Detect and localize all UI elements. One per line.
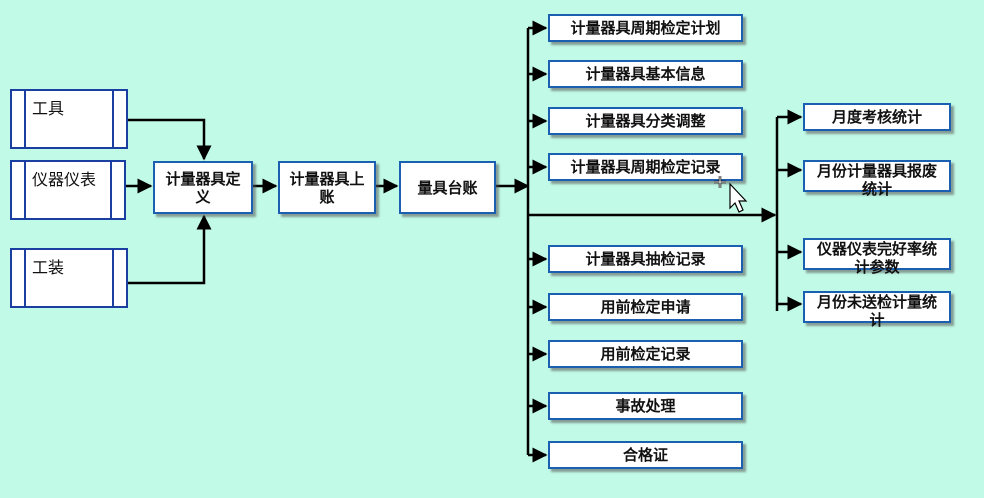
definition-box[interactable]: 计量器具定 义 (153, 161, 253, 214)
preuse-request-box[interactable]: 用前检定申请 (548, 293, 743, 321)
basic-info-label: 计量器具基本信息 (585, 65, 706, 83)
definition-label-line2: 义 (195, 187, 211, 206)
certificate-label: 合格证 (622, 446, 668, 464)
incident-label: 事故处理 (615, 397, 676, 415)
classification-label: 计量器具分类调整 (585, 112, 706, 130)
periodic-plan-label: 计量器具周期检定计划 (570, 19, 721, 37)
sampling-record-box[interactable]: 计量器具抽检记录 (548, 245, 743, 273)
intact-rate-box[interactable]: 仪器仪表完好率统 计参数 (803, 238, 951, 276)
monthly-review-box[interactable]: 月度考核统计 (803, 103, 951, 131)
source-instruments-label: 仪器仪表 (32, 170, 97, 189)
basic-info-box[interactable]: 计量器具基本信息 (548, 60, 743, 88)
monthly-unsent-label-line1: 月份未送检计量统 (816, 293, 937, 311)
arrow-fixtures-to-definition (128, 214, 212, 285)
mouse-cursor-icon (714, 176, 748, 213)
monthly-unsent-box[interactable]: 月份未送检计量统 计 (803, 291, 951, 329)
preuse-record-box[interactable]: 用前检定记录 (548, 340, 743, 368)
preuse-request-label: 用前检定申请 (600, 298, 691, 316)
monthly-scrap-box[interactable]: 月份计量器具报废 统计 (803, 160, 951, 198)
monthly-scrap-label-line1: 月份计量器具报废 (816, 162, 937, 180)
register-box[interactable]: 计量器具上 账 (278, 161, 376, 214)
sampling-record-label: 计量器具抽检记录 (585, 250, 706, 268)
source-tools-label: 工具 (32, 99, 65, 118)
intact-rate-label-line2: 计参数 (854, 258, 900, 276)
definition-label-line1: 计量器具定 (165, 169, 241, 188)
incident-box[interactable]: 事故处理 (548, 392, 743, 420)
classification-box[interactable]: 计量器具分类调整 (548, 107, 743, 135)
source-fixtures-label: 工装 (32, 258, 65, 277)
intact-rate-label-line1: 仪器仪表完好率统 (816, 240, 937, 258)
ledger-box[interactable]: 量具台账 (399, 161, 496, 214)
arrow-tools-to-definition (128, 118, 212, 161)
periodic-record-label: 计量器具周期检定记录 (570, 158, 721, 176)
periodic-record-box[interactable]: 计量器具周期检定记录 (548, 153, 743, 181)
certificate-box[interactable]: 合格证 (548, 441, 743, 469)
source-instruments[interactable]: 仪器仪表 (10, 160, 126, 220)
periodic-plan-box[interactable]: 计量器具周期检定计划 (548, 14, 743, 42)
source-fixtures[interactable]: 工装 (10, 248, 128, 308)
monthly-review-label: 月度考核统计 (831, 108, 922, 126)
register-label-line1: 计量器具上 (289, 169, 365, 188)
source-tools[interactable]: 工具 (10, 89, 128, 149)
ledger-label: 量具台账 (417, 178, 478, 197)
preuse-record-label: 用前检定记录 (600, 345, 691, 363)
monthly-scrap-label-line2: 统计 (861, 180, 892, 198)
register-label-line2: 账 (319, 187, 335, 206)
monthly-unsent-label-line2: 计 (869, 311, 885, 329)
